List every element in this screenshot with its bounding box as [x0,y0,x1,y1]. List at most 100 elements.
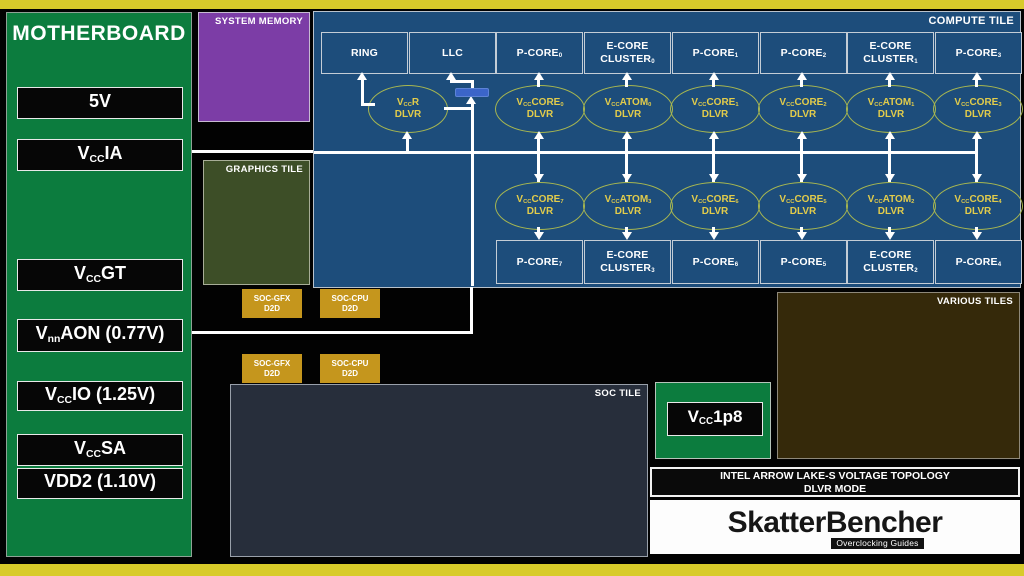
wire-dlvr2-to-block [888,227,891,234]
block-label: LLC [441,46,463,59]
graphics-tile-label: GRAPHICS TILE [225,164,303,175]
block-label: CLUSTER1 [863,53,918,66]
rail-text: GT [101,263,127,283]
rail-vccia: VCCIA [17,139,183,171]
dlvr-label: VCCCORE5 [779,193,827,205]
top-border-bar [0,0,1024,9]
d2d-label: SOC-CPU [331,293,369,303]
arrow-to-block [534,72,544,80]
arrow-to-dlvr2 [622,174,632,182]
block-label: E-CORE [869,40,912,53]
dlvr-word: DLVR [614,206,642,217]
dlvr-label: VCCCORE1 [691,96,739,108]
dlvr-word: DLVR [701,206,729,217]
dlvr-word: DLVR [789,109,817,120]
rail-text: SA [101,438,127,458]
system-memory-tile: SYSTEM MEMORY [198,12,310,122]
rail-vcc1p8: VCC1p8 [667,402,763,436]
arrow-to-dlvr [972,131,982,139]
wire-bus-branch [975,137,978,182]
graphics-tile: GRAPHICS TILE [203,160,310,285]
wire-dlvr-to-block [712,78,715,87]
rail-text: AON (0.77V) [60,323,165,343]
block-label: P-CORE7 [516,255,563,269]
rail-sub: CC [56,394,73,406]
wire-vccr-out [444,107,474,110]
wire-switch-out [471,80,474,88]
rail-vccgt: VCCGT [17,259,183,291]
system-memory-label: SYSTEM MEMORY [215,16,303,27]
dlvr-label: VCCATOM2 [867,193,915,205]
dlvr-label: VCCCORE3 [954,96,1002,108]
block-p-core-4: P-CORE4 [935,240,1022,284]
block-label: E-CORE [606,249,649,262]
wire-vccia [192,150,313,153]
dlvr-word: DLVR [614,109,642,120]
brand-box: SkatterBencher Overclocking Guides [650,500,1020,554]
dlvr-label: VCCATOM3 [604,193,652,205]
block-label: P-CORE0 [516,46,563,60]
rail-text: V [35,323,48,343]
block-label: RING [350,46,379,59]
rail-text: V [73,438,86,458]
block-label: P-CORE1 [692,46,739,60]
wire-switch-in [471,102,474,109]
wire-dlvr-to-block [625,78,628,87]
rail-vdd2: VDD2 (1.10V) [17,468,183,499]
rail-vnnaon: VnnAON (0.77V) [17,319,183,352]
dlvr-label: VCCR [396,96,420,108]
arrow-to-dlvr [797,131,807,139]
soc-tile: SOC TILE [230,384,648,557]
rail-text: IO (1.25V) [72,384,156,404]
compute-tile-label: COMPUTE TILE [928,15,1014,27]
dlvr-word: DLVR [877,109,905,120]
arrow-to-dlvr2 [972,174,982,182]
d2d-label: D2D [341,303,358,313]
llc-power-switch [455,87,489,97]
dlvr-word: DLVR [789,206,817,217]
rail-vccsa: VCCSA [17,434,183,466]
motherboard-title: MOTHERBOARD [12,22,186,45]
arrow-to-switch [466,96,476,104]
dlvr-word: DLVR [877,206,905,217]
block-p-core-2: P-CORE2 [760,32,847,74]
arrow-to-block [885,72,895,80]
dlvr-label: VCCCORE6 [691,193,739,205]
wire-dlvr-to-block [800,78,803,87]
arrow-to-block [972,72,982,80]
wire-bus-branch [800,137,803,182]
wire-dlvr2-to-block [625,227,628,234]
wire-vnnaon [192,331,473,334]
arrow-to-block [622,72,632,80]
arrow-to-dlvr [709,131,719,139]
dlvr-word: DLVR [701,109,729,120]
various-tiles: VARIOUS TILES [777,292,1020,459]
wire-bus-branch [625,137,628,182]
motherboard-panel: MOTHERBOARD 5V VCCIA VCCGT VnnAON (0.77V… [6,12,192,557]
wire-switch-out [450,80,474,83]
block-p-core-3: P-CORE3 [935,32,1022,74]
wire-ring [361,78,364,106]
wire-dlvr-to-block [888,78,891,87]
wire-bus-branch [712,137,715,182]
wire-vnnaon-riser [471,109,474,286]
block-p-core-7: P-CORE7 [496,240,583,284]
brand-tagline: Overclocking Guides [831,538,924,549]
rail-text: V [44,384,57,404]
block-p-core-1: P-CORE1 [672,32,759,74]
wire-dlvr2-to-block [537,227,540,234]
arrow-to-ring [357,72,367,80]
rail-sub: nn [47,333,61,345]
dlvr-label: VCCCORE4 [954,193,1002,205]
